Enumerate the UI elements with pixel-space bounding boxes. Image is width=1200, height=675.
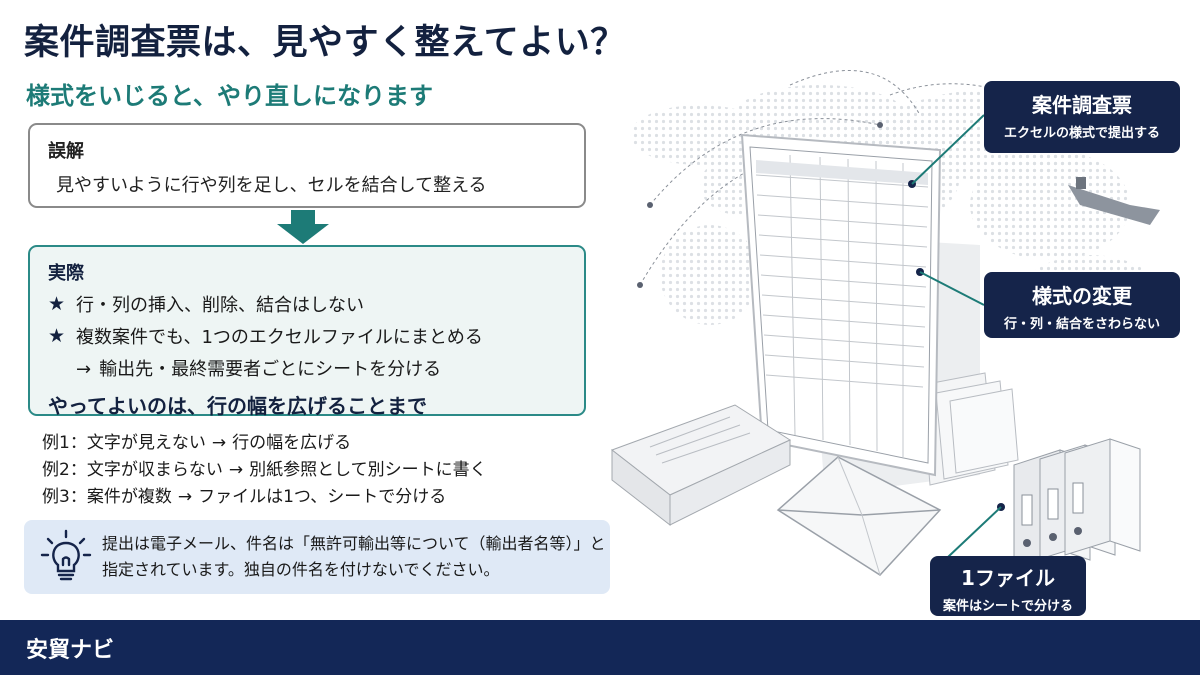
- envelope-icon: [776, 456, 942, 576]
- reality-item: ★ 複数案件でも、1つのエクセルファイルにまとめる: [48, 323, 566, 349]
- callout-format: 様式の変更 行・列・結合をさわらない: [984, 272, 1180, 338]
- example-cause: 文字が収まらない: [86, 460, 223, 480]
- misconception-box: 誤解 見やすいように行や列を足し、セルを結合して整える: [28, 123, 586, 208]
- star-icon: ★: [48, 293, 66, 315]
- spreadsheet-form-icon: [740, 133, 1019, 495]
- arrow-icon: →: [76, 359, 92, 380]
- example-cause: 案件が複数: [86, 487, 172, 507]
- callout-subtitle: 案件はシートで分ける: [942, 599, 1073, 614]
- example-label: 例1：: [42, 433, 87, 453]
- example-item: 例2：文字が収まらない→別紙参照として別シートに書く: [42, 457, 487, 484]
- arrow-icon: →: [177, 487, 193, 507]
- example-cause: 文字が見えない: [86, 433, 206, 453]
- callout-subtitle: エクセルの様式で提出する: [1003, 126, 1160, 141]
- page-subtitle: 様式をいじると、やり直しになります: [26, 82, 434, 110]
- reality-sub-item-text: 輸出先・最終需要者ごとにシートを分ける: [99, 359, 442, 380]
- down-arrow-icon: [277, 210, 329, 244]
- reality-item: ★ 行・列の挿入、削除、結合はしない: [48, 291, 566, 317]
- example-label: 例2：: [42, 460, 87, 480]
- reality-bottom-line: やってよいのは、行の幅を広げることまで: [48, 394, 427, 418]
- reality-item-text: 複数案件でも、1つのエクセルファイルにまとめる: [76, 327, 483, 348]
- example-item: 例1：文字が見えない→行の幅を広げる: [42, 430, 487, 457]
- note-text: 提出は電子メール、件名は「無許可輸出等について（輸出者名等）」と 指定されていま…: [98, 531, 606, 583]
- callout-title: 案件調査票: [1032, 93, 1132, 117]
- misconception-heading: 誤解: [48, 141, 84, 162]
- reality-item-text: 行・列の挿入、削除、結合はしない: [76, 295, 364, 316]
- callout-title: 1ファイル: [961, 566, 1055, 590]
- star-icon: ★: [48, 325, 66, 347]
- note-line: 提出は電子メール、件名は「無許可輸出等について（輸出者名等）」と: [102, 534, 606, 553]
- note-line: 指定されています。独自の件名を付けないでください。: [102, 560, 500, 579]
- examples-list: 例1：文字が見えない→行の幅を広げる 例2：文字が収まらない→別紙参照として別シ…: [42, 430, 487, 511]
- arrow-icon: →: [228, 460, 244, 480]
- ship-icon: [1068, 177, 1160, 225]
- callout-form: 案件調査票 エクセルの様式で提出する: [984, 81, 1180, 153]
- page-title: 案件調査票は、見やすく整えてよい？: [24, 23, 626, 63]
- note-box: 提出は電子メール、件名は「無許可輸出等について（輸出者名等）」と 指定されていま…: [24, 520, 610, 594]
- example-result: ファイルは1つ、シートで分ける: [198, 487, 447, 507]
- example-result: 別紙参照として別シートに書く: [249, 460, 487, 480]
- example-item: 例3：案件が複数→ファイルは1つ、シートで分ける: [42, 484, 487, 511]
- reality-sub-item: → 輸出先・最終需要者ごとにシートを分ける: [48, 355, 566, 381]
- callout-title: 様式の変更: [1032, 284, 1132, 308]
- lightbulb-icon: [40, 529, 92, 581]
- paper-stack-icon: [610, 404, 792, 527]
- footer-bar: 安貿ナビ: [0, 620, 1200, 675]
- example-label: 例3：: [42, 487, 87, 507]
- arrow-icon: →: [211, 433, 227, 453]
- binder-icon: [997, 438, 1141, 566]
- example-result: 行の幅を広げる: [232, 433, 352, 453]
- misconception-text: 見やすいように行や列を足し、セルを結合して整える: [56, 175, 487, 196]
- reality-box: 実際 ★ 行・列の挿入、削除、結合はしない ★ 複数案件でも、1つのエクセルファ…: [28, 245, 586, 418]
- callout-file: 1ファイル 案件はシートで分ける: [930, 556, 1086, 616]
- callout-subtitle: 行・列・結合をさわらない: [1003, 317, 1160, 332]
- footer-brand: 安貿ナビ: [26, 637, 115, 663]
- reality-heading: 実際: [48, 263, 84, 284]
